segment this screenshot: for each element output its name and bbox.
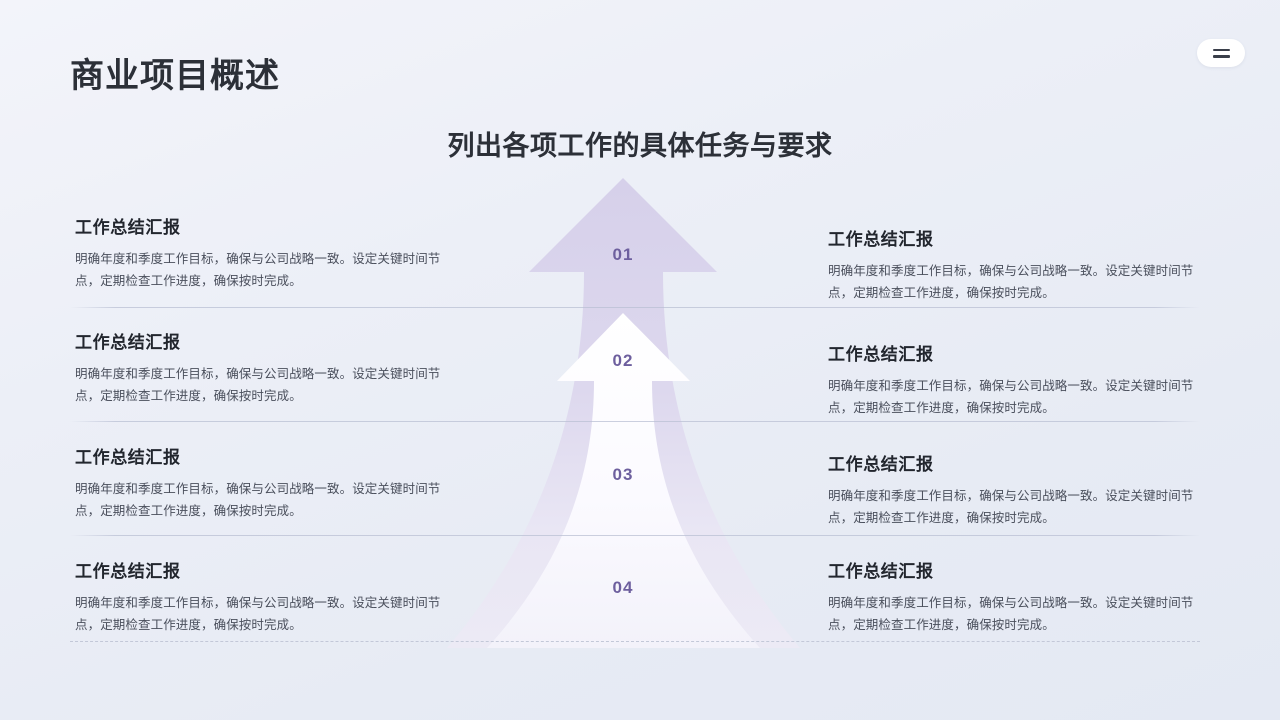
step-number-04: 04 (612, 578, 634, 597)
step-number-01: 01 (612, 245, 634, 264)
content-block-left-3: 工作总结汇报 明确年度和季度工作目标，确保与公司战略一致。设定关键时间节点，定期… (75, 443, 445, 523)
block-body: 明确年度和季度工作目标，确保与公司战略一致。设定关键时间节点，定期检查工作进度，… (828, 379, 1194, 415)
block-body: 明确年度和季度工作目标，确保与公司战略一致。设定关键时间节点，定期检查工作进度，… (75, 252, 441, 288)
row-divider-2 (70, 421, 1200, 422)
block-body: 明确年度和季度工作目标，确保与公司战略一致。设定关键时间节点，定期检查工作进度，… (75, 482, 441, 518)
row-divider-1 (70, 307, 1200, 308)
content-block-right-3: 工作总结汇报 明确年度和季度工作目标，确保与公司战略一致。设定关键时间节点，定期… (828, 450, 1198, 530)
content-row-4: 工作总结汇报 明确年度和季度工作目标，确保与公司战略一致。设定关键时间节点，定期… (0, 548, 1280, 663)
block-title: 工作总结汇报 (75, 448, 181, 467)
block-title: 工作总结汇报 (75, 333, 181, 352)
block-title: 工作总结汇报 (75, 562, 181, 581)
bottom-dashed-divider (70, 641, 1200, 642)
content-block-left-1: 工作总结汇报 明确年度和季度工作目标，确保与公司战略一致。设定关键时间节点，定期… (75, 213, 445, 293)
hamburger-menu-button[interactable] (1197, 39, 1245, 67)
row-divider-3 (70, 535, 1200, 536)
content-block-right-1: 工作总结汇报 明确年度和季度工作目标，确保与公司战略一致。设定关键时间节点，定期… (828, 225, 1198, 305)
page-title: 商业项目概述 (70, 57, 280, 95)
content-row-3: 工作总结汇报 明确年度和季度工作目标，确保与公司战略一致。设定关键时间节点，定期… (0, 434, 1280, 549)
hamburger-icon-line-2 (1212, 55, 1230, 58)
block-title: 工作总结汇报 (75, 218, 181, 237)
block-title: 工作总结汇报 (828, 230, 934, 249)
block-body: 明确年度和季度工作目标，确保与公司战略一致。设定关键时间节点，定期检查工作进度，… (75, 596, 441, 632)
step-number-02: 02 (612, 351, 634, 370)
block-body: 明确年度和季度工作目标，确保与公司战略一致。设定关键时间节点，定期检查工作进度，… (828, 596, 1194, 632)
slide-subtitle: 列出各项工作的具体任务与要求 (447, 131, 833, 161)
block-title: 工作总结汇报 (828, 455, 934, 474)
block-body: 明确年度和季度工作目标，确保与公司战略一致。设定关键时间节点，定期检查工作进度，… (828, 489, 1194, 525)
content-block-left-2: 工作总结汇报 明确年度和季度工作目标，确保与公司战略一致。设定关键时间节点，定期… (75, 328, 445, 408)
content-row-2: 工作总结汇报 明确年度和季度工作目标，确保与公司战略一致。设定关键时间节点，定期… (0, 320, 1280, 435)
content-block-left-4: 工作总结汇报 明确年度和季度工作目标，确保与公司战略一致。设定关键时间节点，定期… (75, 557, 445, 637)
content-row-1: 工作总结汇报 明确年度和季度工作目标，确保与公司战略一致。设定关键时间节点，定期… (0, 205, 1280, 320)
content-block-right-4: 工作总结汇报 明确年度和季度工作目标，确保与公司战略一致。设定关键时间节点，定期… (828, 557, 1198, 637)
content-block-right-2: 工作总结汇报 明确年度和季度工作目标，确保与公司战略一致。设定关键时间节点，定期… (828, 340, 1198, 420)
block-body: 明确年度和季度工作目标，确保与公司战略一致。设定关键时间节点，定期检查工作进度，… (828, 264, 1194, 300)
block-body: 明确年度和季度工作目标，确保与公司战略一致。设定关键时间节点，定期检查工作进度，… (75, 367, 441, 403)
block-title: 工作总结汇报 (828, 345, 934, 364)
block-title: 工作总结汇报 (828, 562, 934, 581)
hamburger-icon-line-1 (1212, 48, 1230, 51)
step-number-03: 03 (612, 465, 634, 484)
